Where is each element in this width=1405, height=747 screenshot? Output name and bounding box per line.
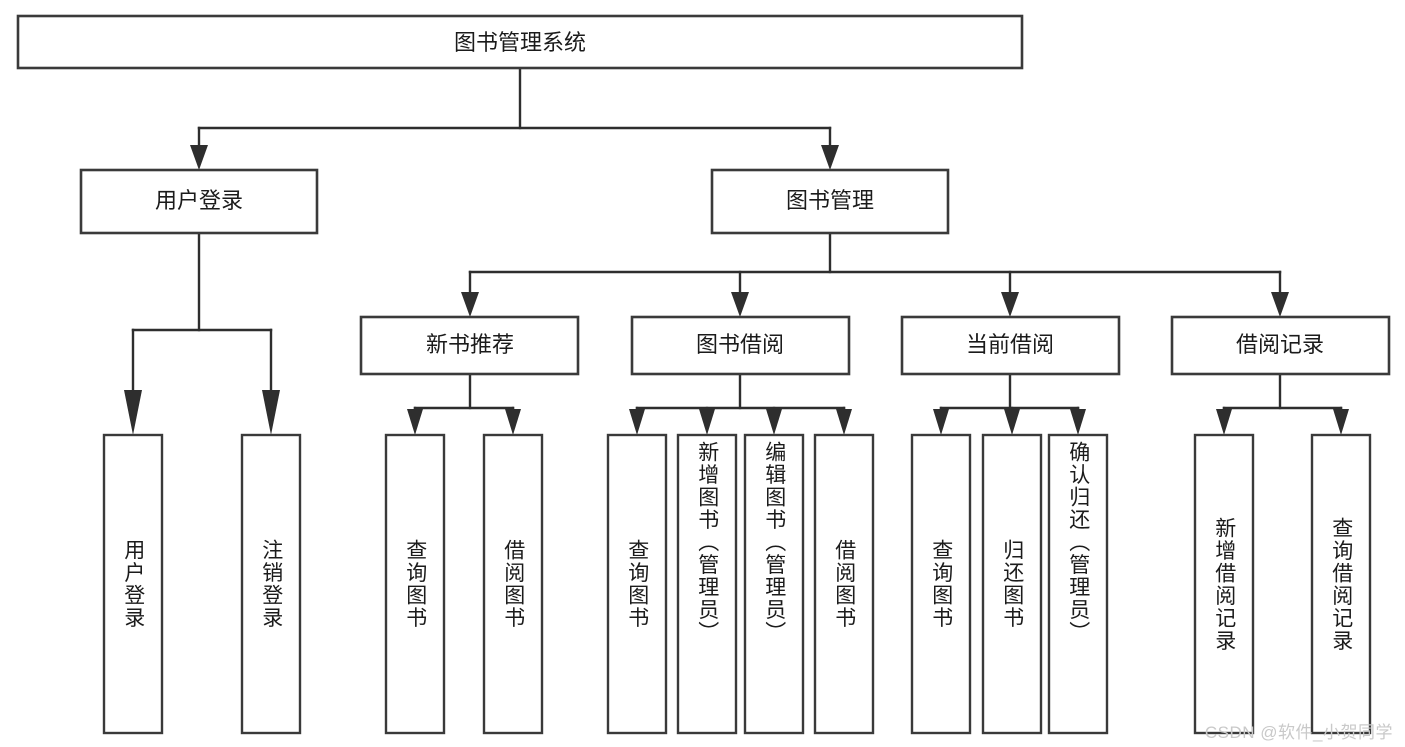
node-new-book-recommendation-label: 新书推荐 xyxy=(426,332,514,357)
node-new-book-recommendation[interactable] xyxy=(359,315,580,376)
arrow-to-leaf-query-book-a xyxy=(407,409,423,435)
node-book-borrowing[interactable] xyxy=(630,315,851,376)
arrow-to-leaf-add-book xyxy=(699,409,715,435)
node-leaf-add-book-admin[interactable] xyxy=(676,433,738,735)
arrow-to-leaf-add-record xyxy=(1216,409,1232,435)
watermark-text: CSDN @软件_小贺同学 xyxy=(1204,723,1393,742)
arrow-to-leaf-query-book-b xyxy=(629,409,645,435)
node-user-login[interactable] xyxy=(79,168,319,235)
arrow-to-leaf-borrow-book-b xyxy=(836,409,852,435)
arrow-to-leaf-logout xyxy=(262,390,280,435)
connector-layer xyxy=(124,66,1349,435)
arrow-to-leaf-query-book-c xyxy=(933,409,949,435)
arrow-to-new-book-rec xyxy=(461,292,479,317)
node-root-label: 图书管理系统 xyxy=(454,30,586,55)
node-leaf-query-book-current[interactable] xyxy=(910,433,972,735)
node-leaf-user-login[interactable] xyxy=(102,433,164,735)
node-leaf-borrow-book-borrowing[interactable] xyxy=(813,433,875,735)
node-layer: 图书管理系统 用户登录 图书管理 新书推荐 图书借阅 当前借阅 借阅记录 xyxy=(16,14,1391,735)
arrow-to-book-mgmt xyxy=(821,145,839,170)
arrow-to-borrow-record xyxy=(1271,292,1289,317)
node-book-management[interactable] xyxy=(710,168,950,235)
arrow-to-current-borrow xyxy=(1001,292,1019,317)
node-leaf-query-book-newbook[interactable] xyxy=(384,433,446,735)
node-leaf-return-book[interactable] xyxy=(981,433,1043,735)
arrow-to-leaf-user-login xyxy=(124,390,142,435)
arrow-to-leaf-confirm-return xyxy=(1070,409,1086,435)
node-user-login-label: 用户登录 xyxy=(155,188,243,213)
arrow-to-leaf-query-record xyxy=(1333,409,1349,435)
node-leaf-query-borrow-record[interactable] xyxy=(1310,433,1372,735)
node-book-management-label: 图书管理 xyxy=(786,188,874,213)
node-leaf-confirm-return-admin[interactable] xyxy=(1047,433,1109,735)
arrow-to-leaf-return-book xyxy=(1004,409,1020,435)
arrow-to-book-borrow xyxy=(731,292,749,317)
node-current-borrowing[interactable] xyxy=(900,315,1121,376)
arrow-to-user-login xyxy=(190,145,208,170)
node-borrowing-record[interactable] xyxy=(1170,315,1391,376)
node-book-borrowing-label: 图书借阅 xyxy=(696,332,784,357)
node-leaf-query-book-borrowing[interactable] xyxy=(606,433,668,735)
node-root-book-management-system[interactable] xyxy=(16,14,1024,70)
arrow-to-leaf-borrow-book-a xyxy=(505,409,521,435)
node-leaf-borrow-book-newbook[interactable] xyxy=(482,433,544,735)
node-borrowing-record-label: 借阅记录 xyxy=(1236,332,1324,357)
node-leaf-logout[interactable] xyxy=(240,433,302,735)
node-leaf-add-borrow-record[interactable] xyxy=(1193,433,1255,735)
arrow-to-leaf-edit-book xyxy=(766,409,782,435)
node-current-borrowing-label: 当前借阅 xyxy=(966,332,1054,357)
node-leaf-edit-book-admin[interactable] xyxy=(743,433,805,735)
